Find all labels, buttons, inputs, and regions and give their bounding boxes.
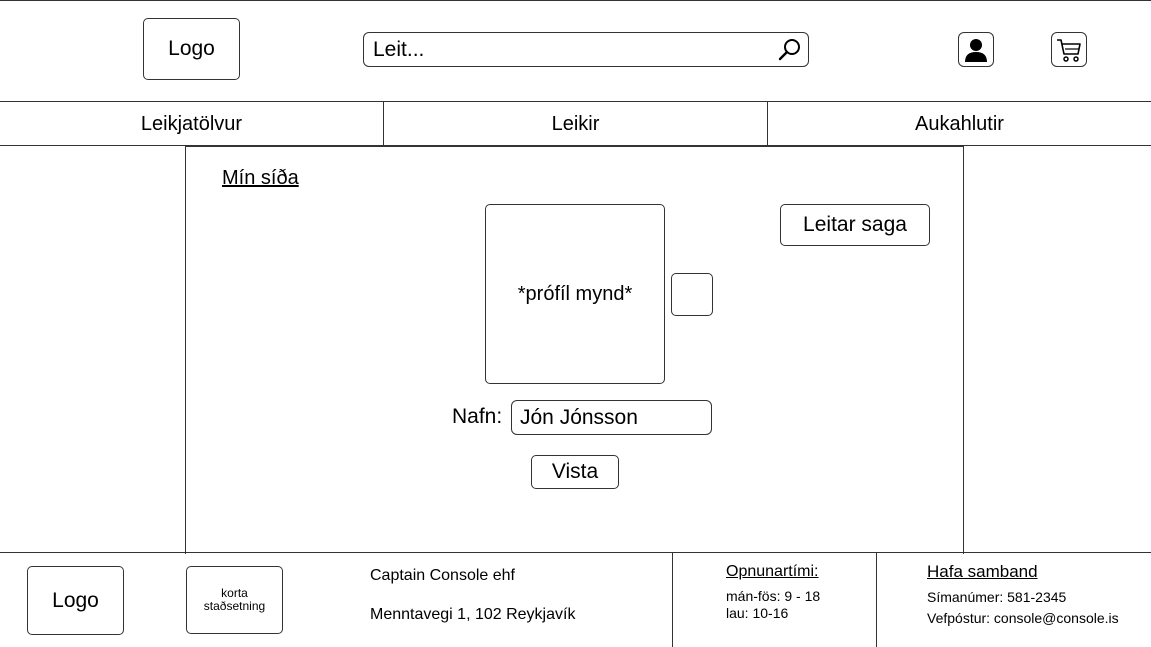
map-location[interactable]: korta staðsetning <box>186 566 283 634</box>
nav-item-label: Leikjatölvur <box>140 112 243 135</box>
opening-hours-weekdays: mán-fös: 9 - 18 <box>726 588 821 604</box>
map-label-line2: staðsetning <box>203 599 266 613</box>
name-input[interactable] <box>520 404 705 432</box>
main-panel <box>185 146 964 554</box>
name-field[interactable] <box>511 400 712 435</box>
header-logo-text: Logo <box>168 37 215 60</box>
user-button[interactable] <box>958 32 994 67</box>
name-label: Nafn: <box>452 405 503 428</box>
cart-button[interactable] <box>1051 32 1087 67</box>
page-title[interactable]: Mín síða <box>222 167 299 189</box>
company-name: Captain Console ehf <box>370 567 515 584</box>
top-border <box>0 0 1151 1</box>
nav-top-border <box>0 101 1151 102</box>
nav-item-label: Aukahlutir <box>915 112 1004 135</box>
contact-email: Vefpóstur: console@console.is <box>927 610 1119 626</box>
save-button[interactable]: Vista <box>531 455 619 489</box>
profile-image-label: *prófíl mynd* <box>517 282 633 305</box>
profile-image: *prófíl mynd* <box>485 204 665 384</box>
contact-phone: Símanúmer: 581-2345 <box>927 589 1067 605</box>
nav-divider <box>767 101 768 146</box>
footer-divider <box>672 552 673 647</box>
profile-image-edit-button[interactable] <box>671 273 713 316</box>
search-history-label: Leitar saga <box>803 213 907 236</box>
search-input[interactable] <box>373 36 773 64</box>
header-logo[interactable]: Logo <box>143 18 240 80</box>
footer-top-border <box>0 552 1151 553</box>
opening-hours-saturday: lau: 10-16 <box>726 605 789 621</box>
nav-item-games[interactable]: Leikir <box>384 102 767 146</box>
search-icon[interactable] <box>777 37 803 63</box>
nav-divider <box>383 101 384 146</box>
nav-bottom-border <box>0 145 1151 146</box>
map-label-line1: korta <box>221 586 248 600</box>
contact-title[interactable]: Hafa samband <box>927 562 1038 581</box>
nav-item-consoles[interactable]: Leikjatölvur <box>0 102 383 146</box>
search-bar[interactable] <box>363 32 809 67</box>
cart-icon <box>1057 38 1081 62</box>
save-button-label: Vista <box>551 460 599 483</box>
footer-logo[interactable]: Logo <box>27 566 124 635</box>
user-icon <box>965 38 987 62</box>
nav-item-label: Leikir <box>551 112 600 135</box>
footer-logo-text: Logo <box>52 588 99 612</box>
opening-hours-title: Opnunartími: <box>726 563 819 580</box>
footer-divider <box>876 552 877 647</box>
search-history-button[interactable]: Leitar saga <box>780 204 930 246</box>
company-address: Menntavegi 1, 102 Reykjavík <box>370 606 576 623</box>
nav-item-accessories[interactable]: Aukahlutir <box>768 102 1151 146</box>
